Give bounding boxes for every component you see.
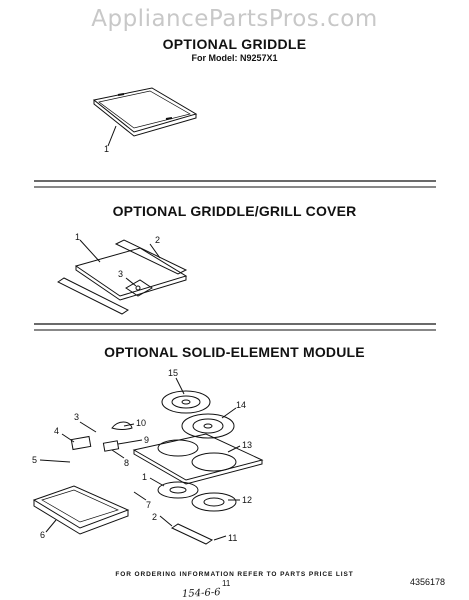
callout-cover-1: 1 bbox=[75, 232, 80, 242]
callout-module-4: 4 bbox=[54, 426, 59, 436]
ordering-note: FOR ORDERING INFORMATION REFER TO PARTS … bbox=[115, 571, 354, 578]
leader-griddle-1 bbox=[107, 125, 117, 147]
cover-clip bbox=[125, 279, 153, 297]
element-15 bbox=[161, 390, 211, 414]
callout-module-8: 8 bbox=[124, 458, 129, 468]
callout-module-11: 11 bbox=[228, 533, 237, 543]
section-title-griddle-cover: OPTIONAL GRIDDLE/GRILL COVER bbox=[112, 203, 357, 219]
leader-cover-1 bbox=[79, 239, 101, 263]
module-pan bbox=[32, 485, 130, 535]
callout-module-10: 10 bbox=[136, 418, 146, 428]
callout-module-9: 9 bbox=[144, 435, 149, 445]
module-top-plate bbox=[132, 433, 264, 485]
callout-cover-3: 3 bbox=[118, 269, 123, 279]
clip-10 bbox=[111, 421, 133, 430]
callout-module-12: 12 bbox=[242, 495, 252, 505]
document-part-number: 4356178 bbox=[410, 577, 446, 587]
callout-module-13: 13 bbox=[242, 440, 252, 450]
section-title-solid-element-module: OPTIONAL SOLID-ELEMENT MODULE bbox=[104, 344, 365, 360]
model-subtitle: For Model: N9257X1 bbox=[191, 53, 278, 63]
callout-module-1: 1 bbox=[142, 472, 147, 482]
callout-module-15: 15 bbox=[168, 368, 178, 378]
module-bracket bbox=[170, 523, 214, 545]
element-14 bbox=[181, 413, 235, 439]
callout-griddle-1: 1 bbox=[104, 144, 109, 154]
cover-rail-bottom bbox=[57, 277, 129, 315]
callout-module-14: 14 bbox=[236, 400, 246, 410]
callout-module-2: 2 bbox=[152, 512, 157, 522]
handwritten-note: 154-6-6 bbox=[181, 586, 221, 600]
cover-rail-top bbox=[114, 239, 188, 275]
element-assembly-lower bbox=[157, 481, 237, 512]
page-number: 11 bbox=[222, 579, 231, 588]
callout-cover-2: 2 bbox=[155, 235, 160, 245]
griddle-cover-plate bbox=[74, 247, 188, 301]
section-title-griddle: OPTIONAL GRIDDLE bbox=[162, 36, 307, 52]
switch-block bbox=[70, 435, 120, 452]
watermark: AppliancePartsPros.com bbox=[91, 6, 378, 32]
leader-cover-3 bbox=[125, 277, 137, 287]
leader-cover-2 bbox=[149, 243, 161, 259]
callout-module-3: 3 bbox=[74, 412, 79, 422]
callout-module-7: 7 bbox=[146, 500, 151, 510]
griddle-plate bbox=[92, 87, 198, 137]
callout-module-5: 5 bbox=[32, 455, 37, 465]
callout-module-6: 6 bbox=[40, 530, 45, 540]
